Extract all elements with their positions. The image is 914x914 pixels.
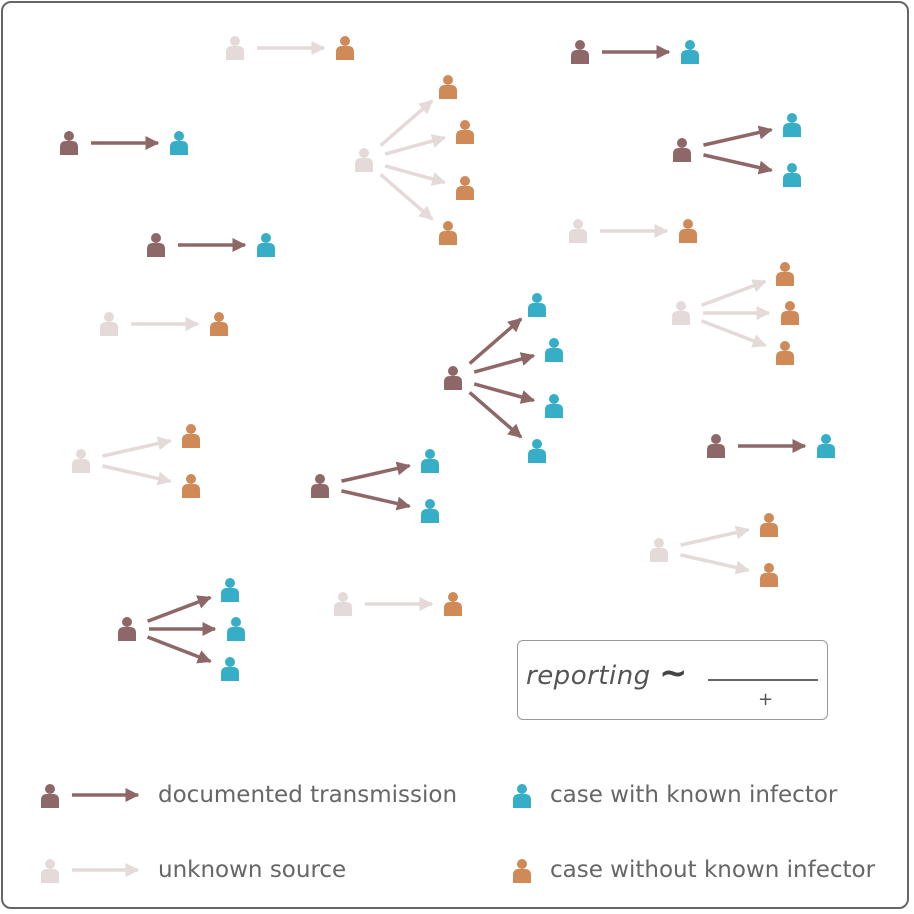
legend-without-known-infector-label: case without known infector bbox=[550, 857, 876, 883]
person-icon-documented-source bbox=[118, 617, 136, 641]
person-icon-documented-source bbox=[571, 40, 589, 64]
arrow-unknown-10-1 bbox=[102, 464, 172, 486]
person-icon-documented-source bbox=[444, 366, 462, 390]
person-icon-without-known-infector bbox=[444, 592, 462, 616]
legend-without-known-infector-icon bbox=[513, 859, 531, 883]
person-icon-known-infector bbox=[528, 293, 546, 317]
person-icon-known-infector bbox=[170, 131, 188, 155]
formula-fraction-bar bbox=[708, 679, 818, 681]
person-icon-without-known-infector bbox=[182, 424, 200, 448]
person-icon-without-known-infector bbox=[439, 75, 457, 99]
arrows-layer bbox=[72, 41, 807, 877]
person-icon-documented-source bbox=[147, 233, 165, 257]
arrow-documented-9-1 bbox=[473, 352, 536, 374]
legend-unknown-icon bbox=[41, 859, 59, 883]
person-icon-unknown-source bbox=[650, 538, 668, 562]
person-icon-known-infector bbox=[421, 449, 439, 473]
arrow-unknown-13-0 bbox=[680, 525, 750, 547]
arrow-unknown-5-1 bbox=[384, 134, 447, 156]
arrow-documented-9-0 bbox=[468, 317, 523, 365]
person-icon-documented-source bbox=[707, 434, 725, 458]
arrow-unknown-5-0 bbox=[379, 99, 434, 147]
arrow-documented-14-2 bbox=[146, 635, 212, 664]
person-icon-unknown-source bbox=[569, 219, 587, 243]
reporting-formula: reporting ~ + bbox=[517, 640, 828, 720]
arrow-unknown-8-2 bbox=[700, 319, 767, 348]
person-icon-documented-source bbox=[60, 131, 78, 155]
person-icon-without-known-infector bbox=[439, 221, 457, 245]
arrow-unknown-5-2 bbox=[384, 164, 447, 186]
person-icon-known-infector bbox=[783, 113, 801, 137]
person-icon-unknown-source bbox=[672, 301, 690, 325]
legend-known-infector-label: case with known infector bbox=[550, 782, 838, 808]
arrow-unknown-13-1 bbox=[680, 553, 750, 575]
arrow-documented-6-1 bbox=[703, 153, 773, 175]
person-icon-known-infector bbox=[227, 617, 245, 641]
arrow-documented-9-3 bbox=[468, 391, 523, 439]
arrow-documented-11-1 bbox=[341, 489, 411, 511]
legend-unknown-source-label: unknown source bbox=[158, 857, 347, 883]
person-icon-without-known-infector bbox=[776, 341, 794, 365]
person-icon-without-known-infector bbox=[679, 219, 697, 243]
person-icon-known-infector bbox=[545, 338, 563, 362]
person-icon-without-known-infector bbox=[210, 312, 228, 336]
person-icon-without-known-infector bbox=[182, 474, 200, 498]
arrow-documented-11-0 bbox=[341, 461, 411, 483]
person-icon-unknown-source bbox=[226, 36, 244, 60]
person-icon-unknown-source bbox=[72, 449, 90, 473]
arrow-unknown-10-0 bbox=[102, 436, 172, 458]
person-icon-unknown-source bbox=[334, 592, 352, 616]
person-icon-known-infector bbox=[817, 434, 835, 458]
formula-plus: + bbox=[758, 689, 774, 710]
person-icon-known-infector bbox=[681, 40, 699, 64]
arrow-documented-6-0 bbox=[703, 125, 773, 147]
arrow-documented-9-2 bbox=[473, 382, 536, 404]
formula-tilde: ~ bbox=[659, 653, 688, 693]
person-icon-documented-source bbox=[673, 138, 691, 162]
person-icon-without-known-infector bbox=[781, 301, 799, 325]
person-icon-without-known-infector bbox=[776, 262, 794, 286]
person-icon-without-known-infector bbox=[456, 176, 474, 200]
person-icon-documented-source bbox=[311, 474, 329, 498]
person-icon-without-known-infector bbox=[760, 563, 778, 587]
person-icon-known-infector bbox=[528, 439, 546, 463]
person-icon-known-infector bbox=[257, 233, 275, 257]
legend-documented-icon bbox=[41, 784, 59, 808]
person-icon-unknown-source bbox=[355, 148, 373, 172]
arrow-documented-14-0 bbox=[146, 595, 212, 623]
person-icon-without-known-infector bbox=[760, 513, 778, 537]
person-icon-without-known-infector bbox=[336, 36, 354, 60]
person-icon-known-infector bbox=[221, 578, 239, 602]
legend-known-infector-icon bbox=[513, 784, 531, 808]
person-icon-known-infector bbox=[783, 163, 801, 187]
legend-documented-transmission-label: documented transmission bbox=[158, 782, 458, 808]
arrow-unknown-8-0 bbox=[700, 279, 767, 307]
formula-reporting-word: reporting bbox=[526, 661, 651, 691]
people-layer bbox=[41, 36, 835, 883]
person-icon-without-known-infector bbox=[456, 120, 474, 144]
person-icon-known-infector bbox=[545, 394, 563, 418]
person-icon-known-infector bbox=[421, 499, 439, 523]
person-icon-unknown-source bbox=[100, 312, 118, 336]
arrow-unknown-5-3 bbox=[379, 173, 434, 221]
person-icon-known-infector bbox=[221, 657, 239, 681]
